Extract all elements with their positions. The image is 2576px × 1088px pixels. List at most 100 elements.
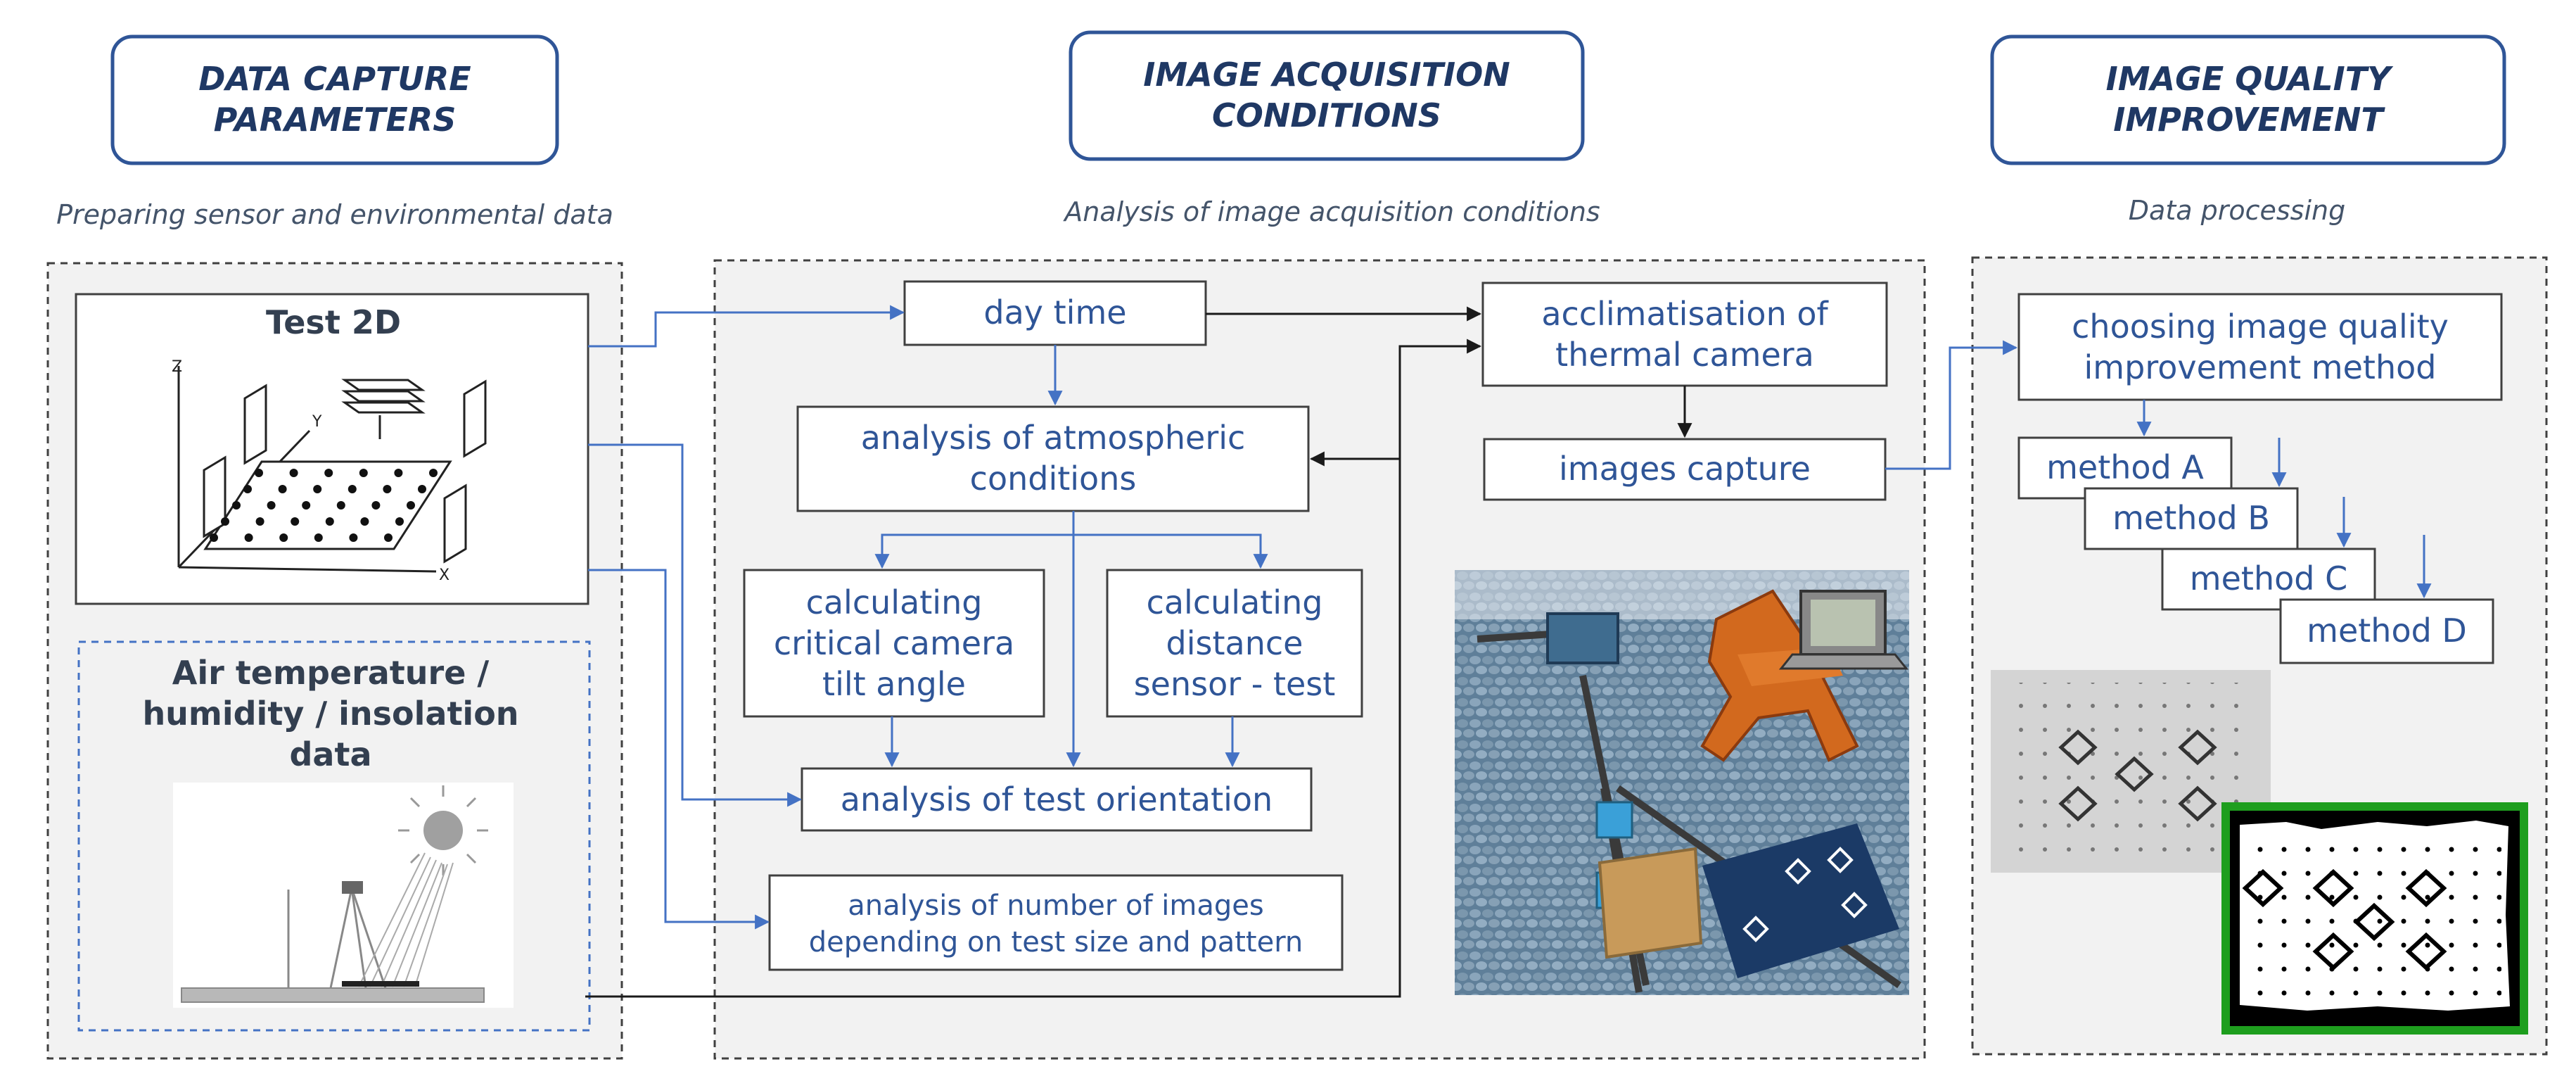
distance-line1: calculating: [1147, 583, 1323, 621]
title-image-quality-line2: IMPROVEMENT: [2113, 101, 2385, 139]
test-2d-dot: [243, 485, 252, 493]
test-2d-dot: [232, 501, 241, 510]
method-b-frame: [2084, 487, 2299, 550]
test-2d-dot: [418, 485, 426, 493]
atmospheric-line2: conditions: [970, 460, 1137, 498]
number-images-line1: analysis of number of images: [848, 890, 1263, 922]
title-box-image-acquisition: [1069, 30, 1585, 161]
arrow-capture-to-choosing: [1885, 340, 2018, 470]
test-board-illustration: [1702, 823, 1899, 978]
acclimatisation-line2: thermal camera: [1555, 336, 1814, 374]
thermal-camera-icon: [1546, 612, 1619, 664]
arrow-test2d-to-orientation: [588, 443, 803, 807]
tilt-angle-line2: critical camera: [774, 624, 1014, 662]
test-2d-dot: [221, 517, 229, 526]
title-box-image-quality: [1990, 34, 2506, 165]
header-image-quality: IMAGE QUALITY IMPROVEMENT Data processin…: [1990, 34, 2506, 226]
number-images-line2: depending on test size and pattern: [809, 926, 1303, 959]
test-2d-sketch: [177, 366, 487, 573]
test-2d-dot: [325, 517, 334, 526]
test-2d-dot: [302, 501, 311, 510]
choosing-method-frame: [2017, 293, 2503, 401]
number-images-frame: [768, 874, 1344, 971]
arrow-test2d-to-daytime: [588, 305, 905, 348]
box-day-time: day time: [903, 280, 1207, 346]
subtitle-image-quality: Data processing: [2129, 195, 2345, 226]
distance-line3: sensor - test: [1134, 665, 1336, 703]
box-distance: calculating distance sensor - test: [1106, 569, 1363, 718]
header-image-acquisition: IMAGE ACQUISITION CONDITIONS Analysis of…: [1062, 30, 1600, 227]
test-2d-label: Test 2D: [266, 303, 401, 341]
test-2d-dot: [349, 533, 358, 542]
arrow-test2d-to-number: [588, 569, 770, 930]
connectors: [585, 305, 2432, 998]
arrow-airdata-to-acclimatisation: [585, 339, 1482, 998]
axis-z-label: Z: [172, 358, 182, 376]
test-2d-dot: [314, 533, 323, 542]
test-2d-frame: [75, 293, 589, 605]
method-d-frame: [2279, 598, 2494, 664]
setup-photo: [1455, 570, 1909, 995]
test-2d-dot: [360, 517, 369, 526]
test-2d-dot: [383, 485, 392, 493]
test-2d-dot: [244, 533, 253, 542]
test-orientation-label: analysis of test orientation: [841, 780, 1273, 818]
method-a-label: method A: [2046, 448, 2204, 486]
test-2d-dot: [267, 501, 276, 510]
method-b: method B: [2084, 487, 2299, 550]
choosing-method-line2: improvement method: [2084, 348, 2437, 386]
distance-frame: [1106, 569, 1363, 718]
title-data-capture-line1: DATA CAPTURE: [198, 60, 471, 98]
images-capture-frame: [1483, 438, 1887, 501]
test-2d-dot: [407, 501, 415, 510]
test-2d-dot: [255, 469, 263, 477]
test-2d-dot: [210, 533, 218, 542]
title-image-quality-line1: IMAGE QUALITY: [2106, 60, 2394, 98]
title-image-acquisition-line2: CONDITIONS: [1212, 96, 1441, 134]
test-2d-dot: [395, 517, 404, 526]
title-image-acquisition-line1: IMAGE ACQUISITION: [1143, 56, 1510, 94]
test-2d-dot: [255, 517, 264, 526]
air-data-frame: [77, 640, 591, 1032]
acclimatisation-frame: [1481, 282, 1888, 387]
box-tilt-angle: calculating critical camera tilt angle: [743, 569, 1045, 718]
test-2d-grid-dots: [210, 469, 438, 542]
air-data-line1: Air temperature /: [172, 654, 490, 692]
box-images-capture: images capture: [1483, 438, 1887, 501]
test-2d-dot: [429, 469, 438, 477]
test-2d-dot: [278, 485, 287, 493]
choosing-method-line1: choosing image quality: [2072, 308, 2449, 346]
box-choosing-method: choosing image quality improvement metho…: [2017, 293, 2503, 401]
insolation-illustration: [173, 783, 514, 1008]
air-data-line3: data: [290, 735, 372, 773]
method-c-label: method C: [2190, 559, 2347, 597]
atmospheric-frame: [796, 405, 1310, 512]
subtitle-image-acquisition: Analysis of image acquisition conditions: [1062, 196, 1600, 227]
tilt-angle-frame: [743, 569, 1045, 718]
air-data-box: Air temperature / humidity / insolation …: [77, 640, 591, 1032]
method-a: method A: [2017, 436, 2233, 500]
test-2d-dot: [347, 485, 357, 493]
wooden-box-icon: [1598, 847, 1703, 959]
test-2d-dot: [394, 469, 403, 477]
test-2d-dot: [384, 533, 393, 542]
test-2d-box: Test 2D Z Y X: [75, 293, 589, 605]
improved-binary-image: [2221, 802, 2528, 1035]
test-2d-dot: [336, 501, 345, 510]
test-2d-dot: [279, 533, 288, 542]
air-data-line2: humidity / insolation: [142, 695, 518, 733]
subtitle-data-capture: Preparing sensor and environmental data: [56, 199, 613, 230]
box-acclimatisation: acclimatisation of thermal camera: [1481, 282, 1888, 387]
title-box-data-capture: [110, 34, 559, 165]
day-time-label: day time: [983, 293, 1126, 331]
test-2d-dot: [289, 469, 298, 477]
box-atmospheric: analysis of atmospheric conditions: [796, 405, 1310, 512]
test-2d-dot: [313, 485, 322, 493]
distance-line2: distance: [1166, 624, 1303, 662]
axis-y-label: Y: [312, 413, 322, 431]
tilt-angle-line3: tilt angle: [822, 665, 966, 703]
test-2d-dot: [324, 469, 333, 477]
box-test-orientation: analysis of test orientation: [801, 767, 1313, 832]
header-data-capture: DATA CAPTURE PARAMETERS Preparing sensor…: [56, 34, 613, 230]
axis-x-label: X: [439, 567, 449, 584]
